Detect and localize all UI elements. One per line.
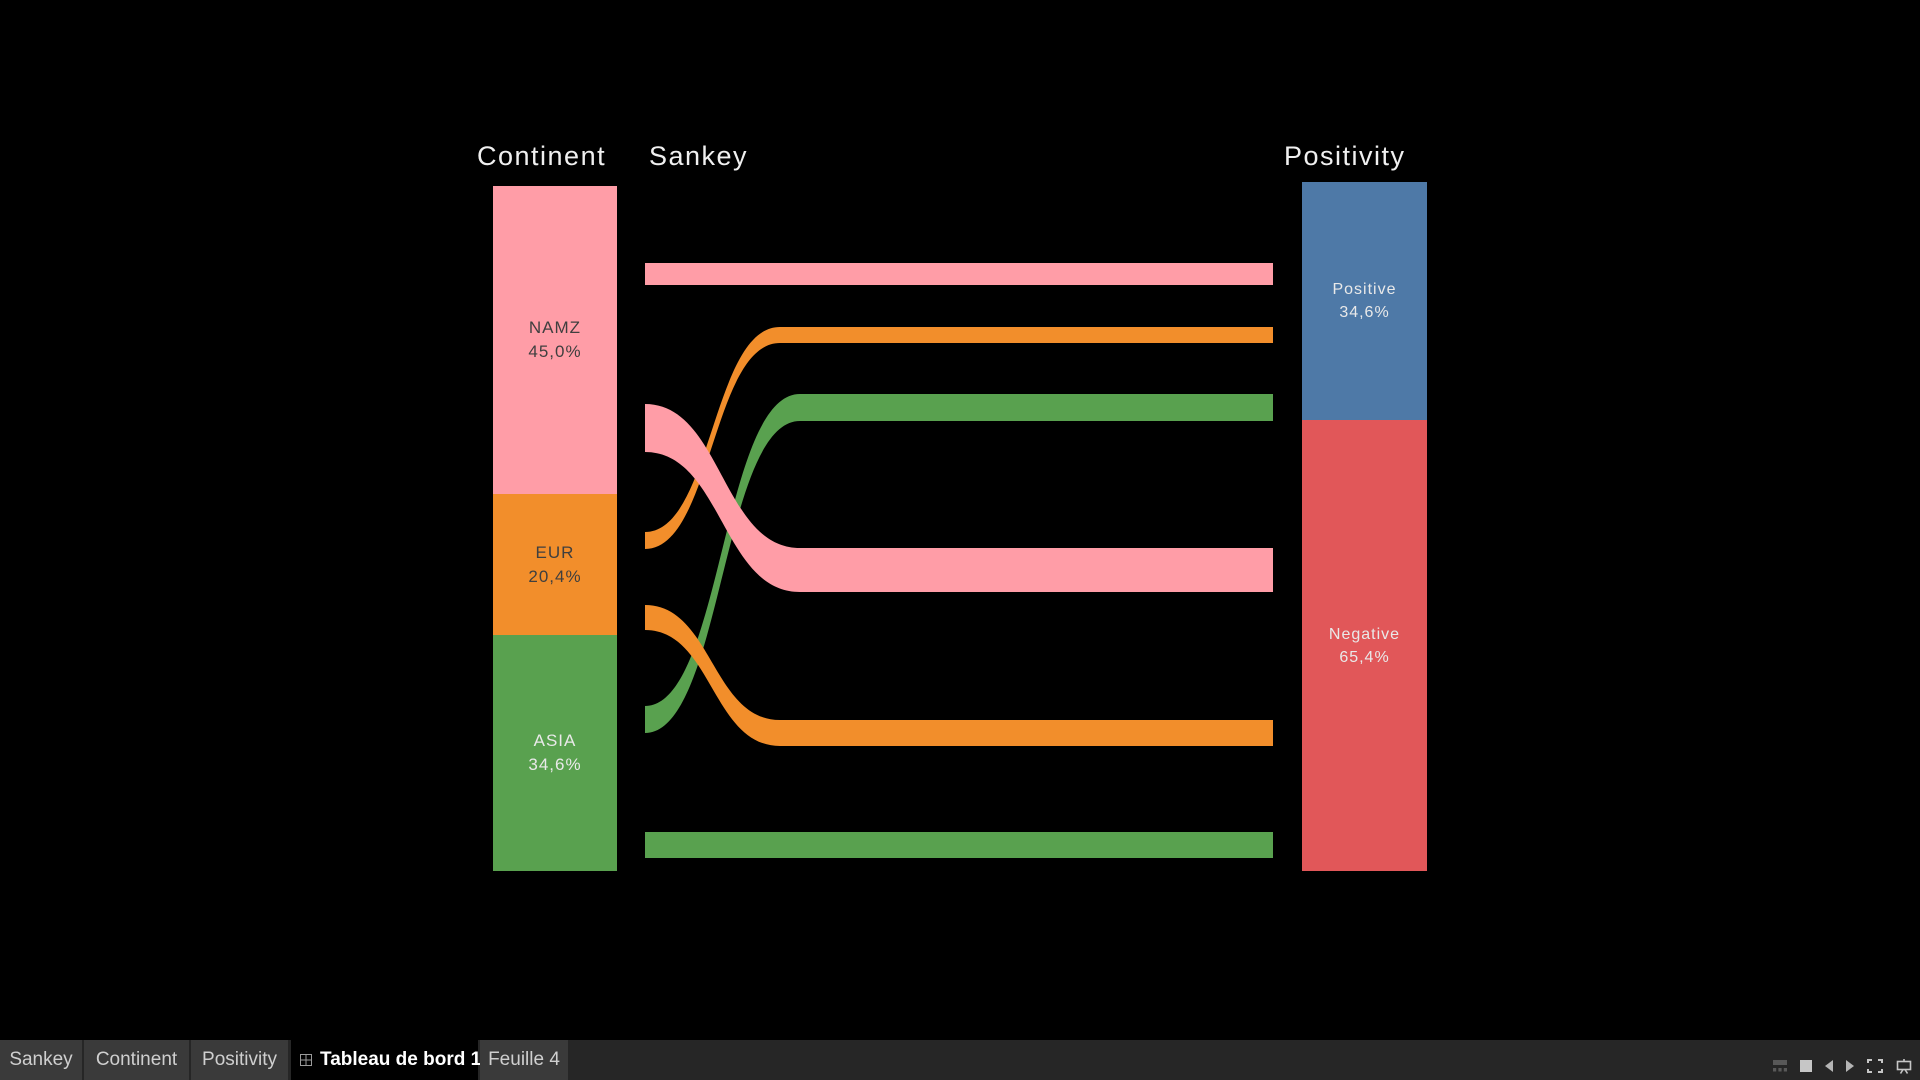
flow-asia-negative[interactable]: [645, 832, 1273, 858]
continent-segment-eur[interactable]: EUR 20,4%: [493, 494, 617, 635]
square-icon[interactable]: [1800, 1060, 1812, 1072]
segment-pct: 65,4%: [1339, 648, 1390, 666]
fullscreen-icon[interactable]: [1867, 1059, 1883, 1073]
next-arrow-icon[interactable]: [1846, 1060, 1854, 1072]
tab-sankey[interactable]: Sankey: [0, 1040, 82, 1080]
segment-label: ASIA: [533, 731, 577, 750]
positivity-bar: Positive 34,6% Negative 65,4%: [1302, 182, 1427, 871]
segment-pct: 45,0%: [528, 342, 582, 361]
tab-positivity[interactable]: Positivity: [191, 1040, 288, 1080]
continent-bar: NAMZ 45,0% EUR 20,4% ASIA 34,6%: [493, 186, 617, 871]
continent-segment-asia[interactable]: ASIA 34,6%: [493, 635, 617, 871]
segment-pct: 34,6%: [1339, 304, 1390, 321]
presentation-icon[interactable]: [1896, 1058, 1912, 1074]
flow-eur-negative[interactable]: [645, 605, 1273, 746]
tab-tableau-de-bord-1[interactable]: Tableau de bord 1: [291, 1040, 482, 1080]
tab-feuille-4[interactable]: Feuille 4: [480, 1040, 568, 1080]
segment-pct: 34,6%: [528, 755, 582, 774]
sheet-tab-bar: Sankey Continent Positivity Tableau de b…: [0, 1040, 1920, 1080]
segment-label: Positive: [1332, 281, 1397, 298]
continent-title: Continent: [477, 141, 607, 171]
grid-tiles-icon[interactable]: [1773, 1060, 1787, 1072]
flow-namz-negative[interactable]: [645, 404, 1273, 592]
sankey-title: Sankey: [649, 141, 749, 171]
active-tab-label: Tableau de bord 1: [320, 1049, 482, 1070]
tab-continent[interactable]: Continent: [84, 1040, 189, 1080]
status-bar: [1773, 1057, 1912, 1075]
segment-pct: 20,4%: [528, 566, 582, 586]
flow-namz-positive[interactable]: [645, 263, 1273, 285]
positivity-segment-positive[interactable]: Positive 34,6%: [1302, 182, 1427, 420]
segment-label: EUR: [535, 542, 575, 562]
positivity-segment-negative[interactable]: Negative 65,4%: [1302, 420, 1427, 871]
segment-label: NAMZ: [528, 318, 582, 337]
dashboard-grid-icon: [300, 1054, 312, 1066]
positivity-title: Positivity: [1284, 141, 1406, 171]
prev-arrow-icon[interactable]: [1825, 1060, 1833, 1072]
segment-label: Negative: [1328, 625, 1401, 643]
continent-segment-namz[interactable]: NAMZ 45,0%: [493, 186, 617, 494]
